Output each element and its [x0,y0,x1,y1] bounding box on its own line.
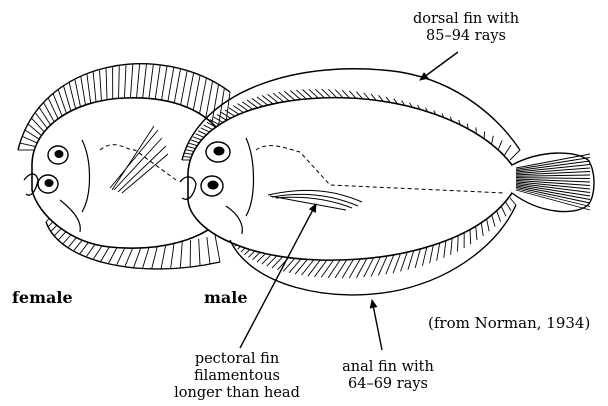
dorsal-fin-arrow-icon [420,52,458,80]
pectoral-fin-caption-line2: filamentous [162,368,312,385]
male-fish-icon [180,69,594,295]
anal-fin-caption: anal fin with 64–69 rays [328,359,448,393]
pectoral-fin-caption-line3: longer than head [162,385,312,402]
source-citation: (from Norman, 1934) [428,314,590,332]
anal-fin-caption-line1: anal fin with [328,359,448,376]
male-label: male [204,288,248,307]
female-anal-ray [215,235,220,262]
anal-fin-arrow-icon [372,300,382,350]
female-upper-pupil [55,151,63,158]
female-label: female [12,288,73,307]
pectoral-fin-caption: pectoral fin filamentous longer than hea… [162,351,312,402]
dorsal-fin-caption-line2: 85–94 rays [396,28,536,45]
dorsal-fin-caption-line1: dorsal fin with [396,11,536,28]
male-body [188,98,515,261]
anal-fin-caption-line2: 64–69 rays [328,376,448,393]
pectoral-fin-caption-line1: pectoral fin [162,351,312,368]
female-anal-ray [161,243,166,269]
male-dorsal-ray [503,145,511,156]
female-anal-ray [180,242,182,269]
female-anal-ray [171,243,175,269]
male-lower-pupil [208,181,218,189]
male-dorsal-ray [510,150,520,160]
female-anal-ray [199,239,200,266]
dorsal-fin-caption: dorsal fin with 85–94 rays [396,11,536,45]
male-anal-ray [506,202,512,211]
male-anal-ray [501,206,506,217]
female-lower-pupil [45,180,53,187]
male-anal-ray [510,198,516,205]
female-dorsal-ray [20,143,36,147]
female-anal-ray [207,237,210,264]
male-upper-pupil [214,147,224,155]
